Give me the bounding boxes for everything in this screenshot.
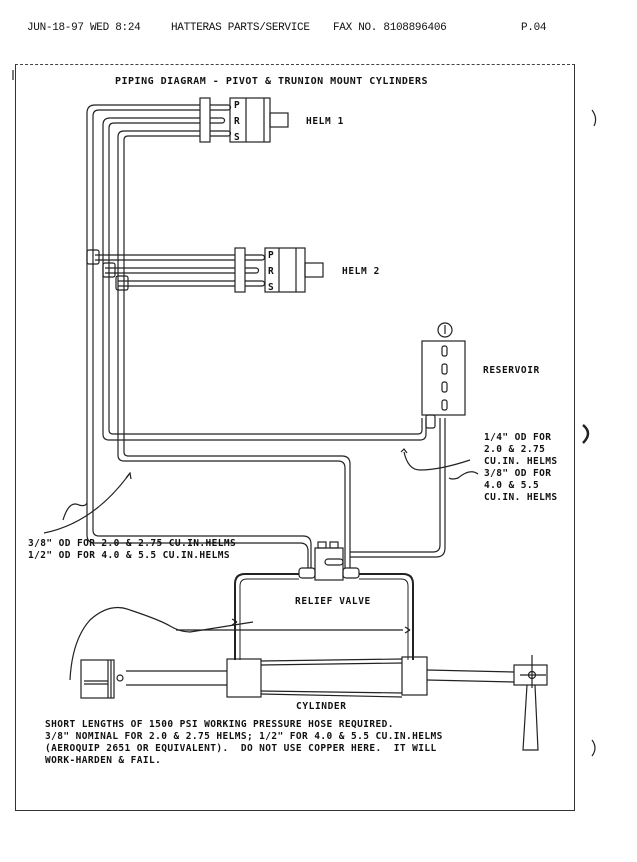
note-line: 3/8" NOMINAL FOR 2.0 & 2.75 HELMS; 1/2" …	[45, 731, 443, 742]
helm2-shaft	[304, 262, 324, 278]
tee-fitting	[102, 262, 116, 278]
valve-fitting	[298, 567, 316, 579]
reservoir-label: RESERVOIR	[483, 365, 540, 376]
helm1-port-labels: P R S	[234, 100, 240, 143]
cylinder-right-gland	[401, 656, 428, 696]
cylinder-left-gland	[226, 658, 262, 698]
note-line: CU.IN. HELMS	[484, 492, 558, 503]
margin-mark	[582, 424, 590, 444]
helm2-port-p: P	[268, 250, 274, 261]
reservoir-body	[421, 340, 466, 416]
helm1-label: HELM 1	[306, 116, 344, 127]
tee-fitting	[86, 249, 100, 265]
fax-sender: HATTERAS PARTS/SERVICE	[171, 22, 310, 34]
fax-number: FAX NO. 8108896406	[333, 22, 447, 34]
cylinder-clevis	[80, 659, 115, 699]
tee-fitting	[115, 275, 129, 291]
valve-fitting	[342, 567, 360, 579]
note-line: 3/8" OD FOR	[484, 468, 552, 479]
fax-header: JUN-18-97 WED 8:24 HATTERAS PARTS/SERVIC…	[0, 22, 637, 40]
vent-line	[350, 418, 446, 558]
diagram-title: PIPING DIAGRAM - PIVOT & TRUNION MOUNT C…	[115, 76, 428, 87]
helm1-port-s: S	[234, 132, 240, 143]
cylinder	[80, 655, 548, 751]
margin-mark	[591, 739, 596, 757]
note-line: 2.0 & 2.75	[484, 444, 546, 455]
return-line	[102, 380, 427, 441]
helm1-port-p: P	[234, 100, 240, 111]
helm2	[86, 247, 324, 293]
relief-valve-label: RELIEF VALVE	[295, 596, 371, 607]
hose-note: SHORT LENGTHS OF 1500 PSI WORKING PRESSU…	[45, 719, 443, 767]
note-line: 1/2" OD FOR 4.0 & 5.5 CU.IN.HELMS	[28, 550, 230, 561]
note-line: (AEROQUIP 2651 OR EQUIVALENT). DO NOT US…	[45, 743, 437, 754]
note-line: 4.0 & 5.5	[484, 480, 540, 491]
reservoir	[421, 322, 466, 429]
helm2-port-r: R	[268, 266, 274, 277]
leader-arrows	[43, 448, 479, 681]
cylinder-rod-end	[513, 664, 548, 686]
reservoir-gauge-icon	[437, 322, 453, 338]
relief-valve-body	[314, 547, 344, 581]
pressure-hose	[234, 573, 414, 660]
relief-valve	[298, 541, 360, 581]
note-line: CU.IN. HELMS	[484, 456, 558, 467]
margin-mark	[591, 109, 597, 127]
fax-datetime: JUN-18-97 WED 8:24	[27, 22, 141, 34]
note-line: 3/8" OD FOR 2.0 & 2.75 CU.IN.HELMS	[28, 538, 237, 549]
helm1	[199, 97, 289, 143]
helm1-shaft	[269, 112, 289, 128]
diagram-frame	[15, 64, 575, 811]
helm1-pipes	[86, 104, 351, 568]
helm2-port-labels: P R S	[268, 250, 274, 293]
note-line: 1/4" OD FOR	[484, 432, 552, 443]
helm2-port-s: S	[268, 282, 274, 293]
fax-page: P.04	[521, 22, 547, 34]
note-line: SHORT LENGTHS OF 1500 PSI WORKING PRESSU…	[45, 719, 394, 730]
helm2-label: HELM 2	[342, 266, 380, 277]
helm1-port-r: R	[234, 116, 240, 127]
note-line: WORK-HARDEN & FAIL.	[45, 755, 162, 766]
cylinder-label: CYLINDER	[296, 701, 347, 712]
